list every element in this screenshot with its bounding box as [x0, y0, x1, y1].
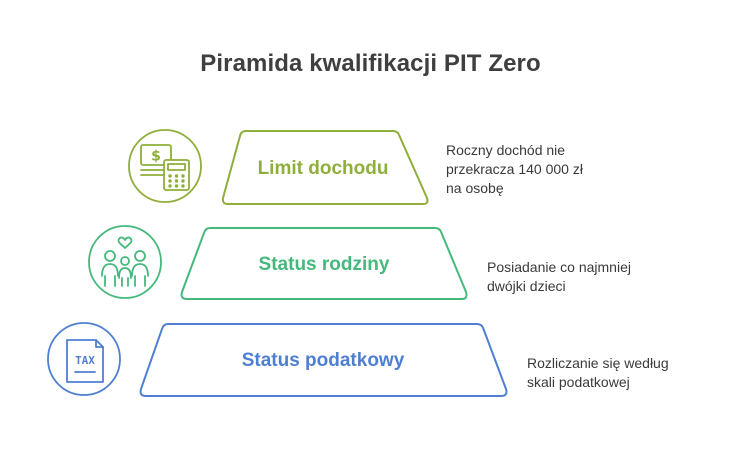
- tax-document-icon: TAX: [47, 322, 121, 396]
- description-line: dwójki dzieci: [487, 278, 566, 294]
- tier-family-status: Status rodziny: [180, 227, 468, 300]
- tier-income-limit: Limit dochodu: [221, 130, 429, 205]
- tier-shape: [221, 130, 429, 205]
- svg-text:$: $: [151, 149, 161, 165]
- money-calculator-icon: $: [128, 129, 202, 203]
- tier-label: Status rodziny: [259, 254, 390, 275]
- tier-tax-status: Status podatkowy: [139, 323, 508, 397]
- description-tax-status: Rozliczanie się według skali podatkowej: [527, 354, 669, 392]
- description-line: Rozliczanie się według: [527, 355, 669, 371]
- description-line: na osobę: [446, 180, 504, 196]
- family-icon: [88, 225, 162, 299]
- description-line: przekracza 140 000 zł: [446, 161, 583, 177]
- tier-label: Status podatkowy: [242, 350, 405, 371]
- page-title: Piramida kwalifikacji PIT Zero: [200, 50, 541, 77]
- description-income-limit: Roczny dochód nie przekracza 140 000 zł …: [446, 141, 583, 198]
- tier-shape: [139, 323, 508, 397]
- tier-shape: [180, 227, 468, 300]
- description-line: Posiadanie co najmniej: [487, 259, 631, 275]
- description-line: Roczny dochód nie: [446, 142, 566, 158]
- tier-label: Limit dochodu: [258, 158, 389, 179]
- description-line: skali podatkowej: [527, 374, 630, 390]
- tax-label: TAX: [75, 354, 95, 367]
- description-family-status: Posiadanie co najmniej dwójki dzieci: [487, 258, 631, 296]
